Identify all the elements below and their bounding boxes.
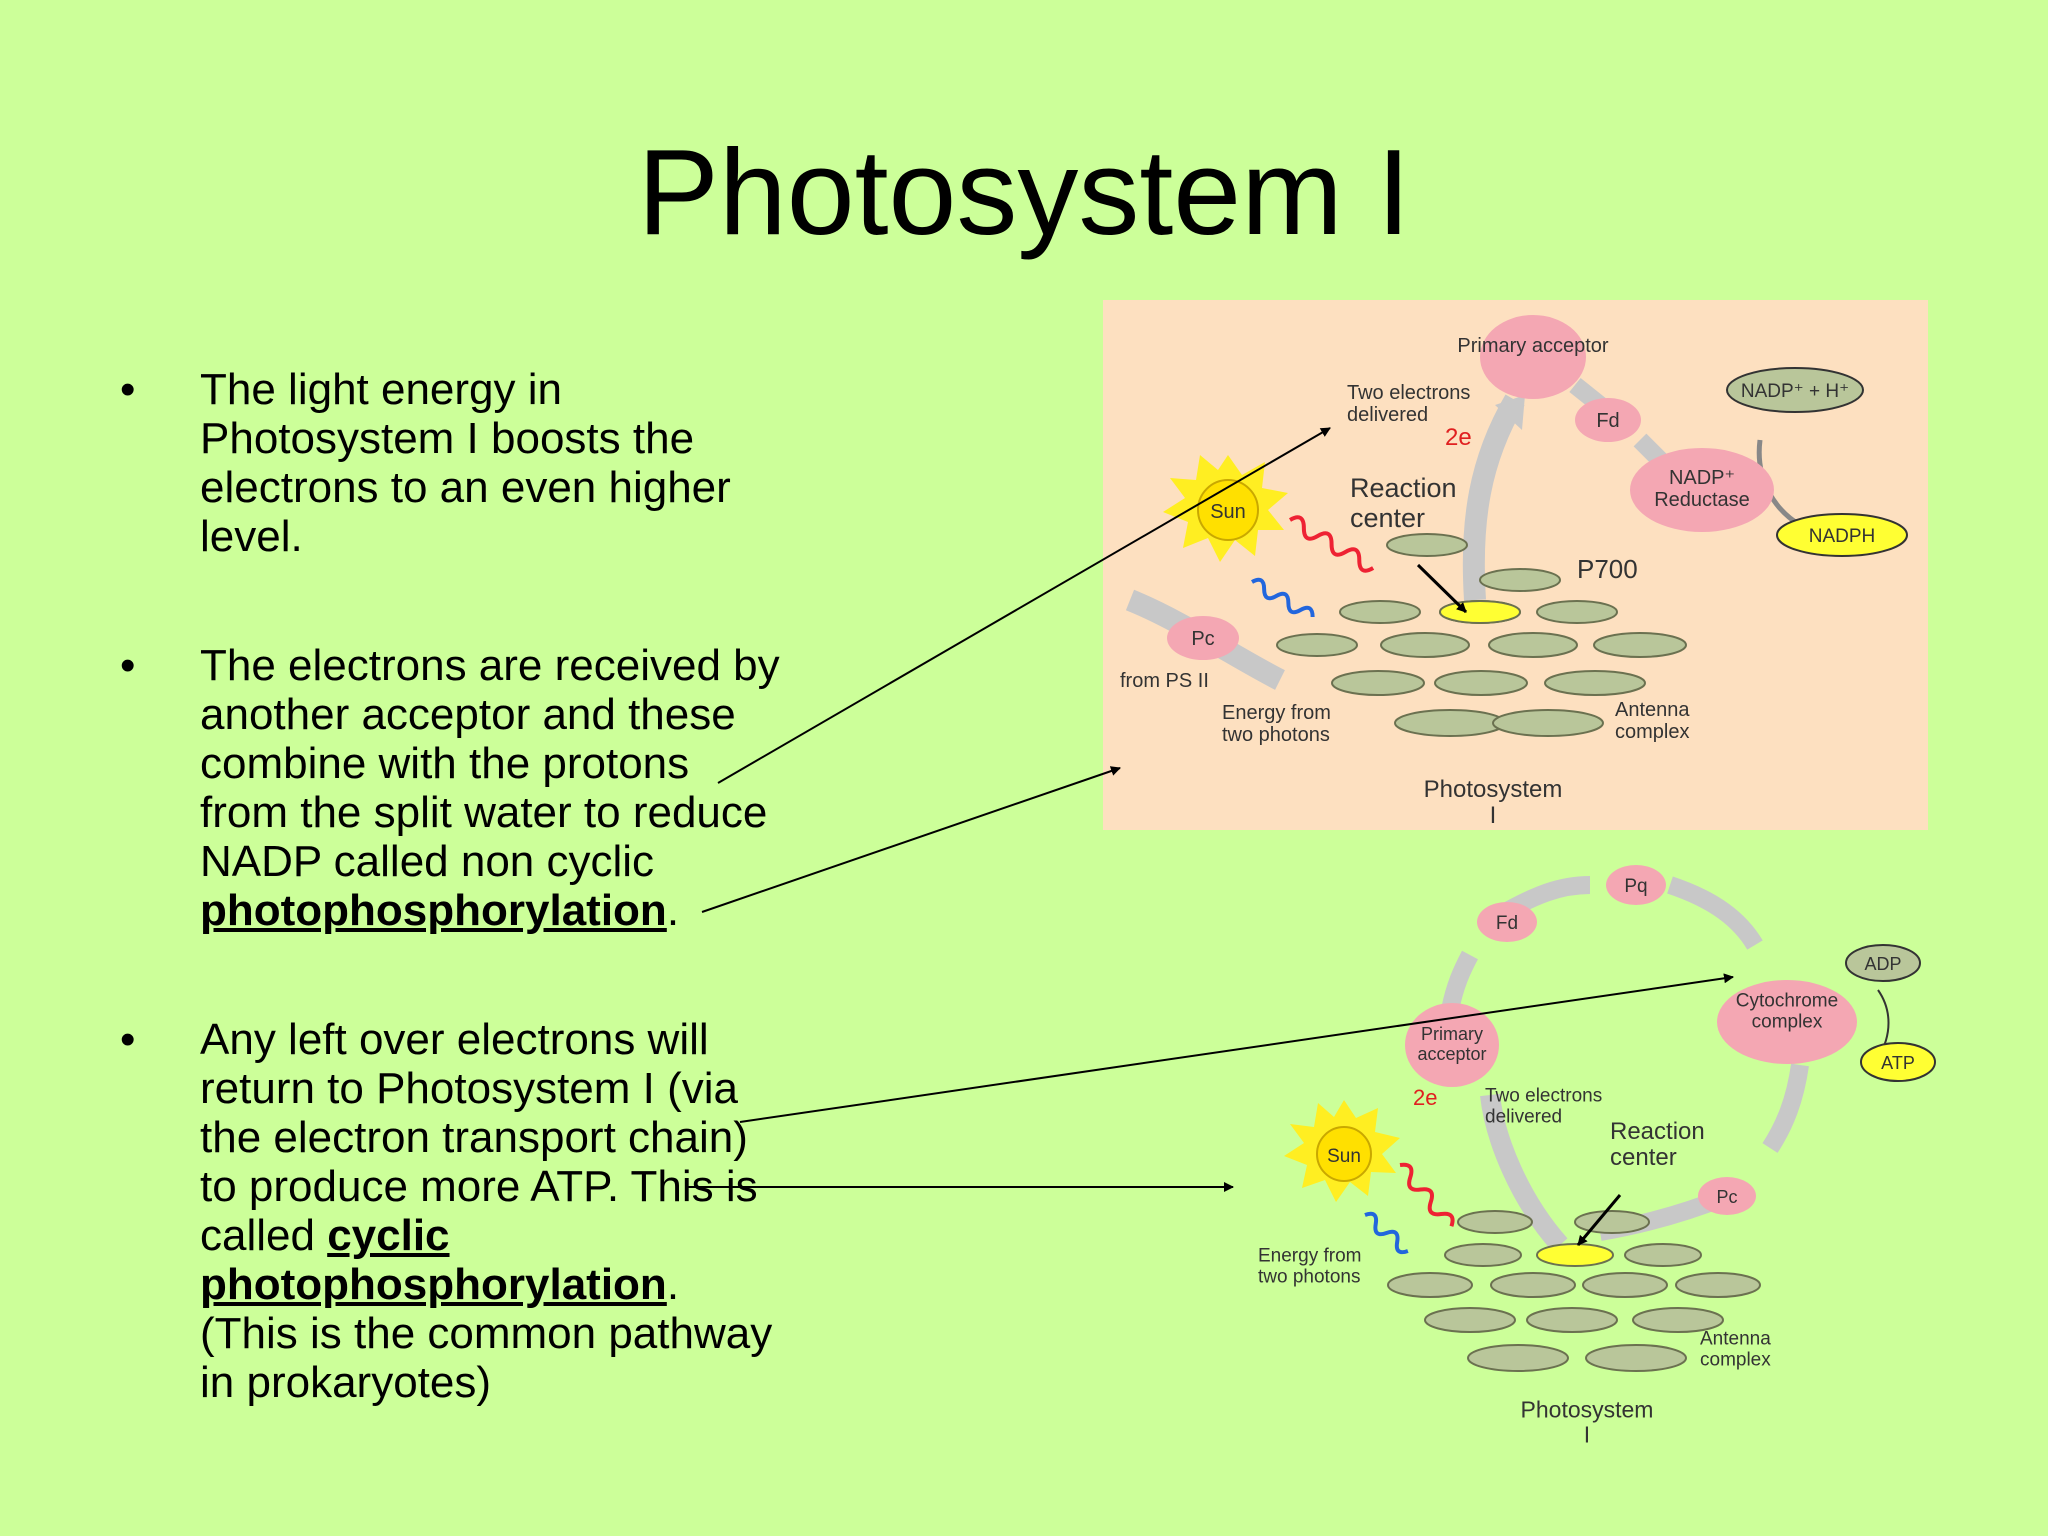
- atp-node: [1860, 1042, 1936, 1082]
- pc-node-top: [1167, 616, 1239, 660]
- bullet-marker: •: [120, 365, 136, 414]
- pq-node: [1606, 865, 1666, 905]
- bullet-1: • The light energy in Photosystem I boos…: [120, 365, 780, 561]
- from-ps2-label: from PS II: [1120, 670, 1209, 692]
- bullet-2-text-after: .: [666, 886, 680, 935]
- red-photon-wave-bottom: [1399, 1162, 1455, 1227]
- nadp-h-label: NADP⁺ + H⁺: [1741, 381, 1849, 402]
- pc-node-bottom: [1698, 1177, 1756, 1215]
- bullet-1-text: The light energy in Photosystem I boosts…: [200, 365, 731, 561]
- fd-node-top: [1575, 398, 1641, 442]
- antenna-discs-top: [1276, 533, 1687, 737]
- adp-label: ADP: [1864, 954, 1901, 974]
- nadp-reductase-label: NADP⁺Reductase: [1654, 467, 1750, 511]
- cytochrome-node: [1717, 980, 1857, 1064]
- callout-arrow-cytochrome: [739, 973, 1734, 1123]
- nadph-label: NADPH: [1809, 526, 1876, 547]
- adp-node: [1845, 944, 1921, 982]
- red-photon-wave: [1288, 515, 1375, 573]
- bullet-3-text: Any left over electrons will return to P…: [200, 1015, 758, 1260]
- bullet-3-text-after: . (This is the common pathway in prokary…: [200, 1260, 773, 1407]
- arrow-pa-fd: [1441, 950, 1478, 1012]
- reaction-center-pointer-bottom: [1576, 1194, 1622, 1246]
- sun-top-icon: [1163, 455, 1288, 562]
- pc-label-top: Pc: [1191, 628, 1214, 650]
- bullet-2: • The electrons are received by another …: [120, 641, 780, 935]
- bullet-2-text: The electrons are received by another ac…: [200, 641, 780, 886]
- callout-arrow-panel: [701, 766, 1121, 913]
- sun-label-bottom: Sun: [1327, 1146, 1361, 1167]
- sun-bottom-icon: [1284, 1100, 1400, 1202]
- arrow-up-gray: [1462, 394, 1525, 601]
- bullet-3-emphasis: cyclic photophosphorylation: [200, 1211, 667, 1309]
- p700-disc-bottom: [1536, 1243, 1614, 1267]
- two-e-label-bottom: 2e: [1413, 1085, 1437, 1110]
- pq-label: Pq: [1624, 876, 1647, 897]
- atp-label: ATP: [1881, 1053, 1915, 1073]
- fd-node-bottom: [1477, 902, 1537, 942]
- primary-acceptor-node-bottom: [1405, 1003, 1499, 1087]
- fd-label-top: Fd: [1596, 410, 1619, 432]
- nadp-reductase-node: [1630, 448, 1774, 532]
- bullet-3: • Any left over electrons will return to…: [120, 1015, 780, 1407]
- diagram-top: Sun Primary acceptor Fd NADP⁺Reductase N…: [1103, 300, 1928, 830]
- two-e-label-top: 2e: [1445, 424, 1472, 451]
- p700-label: P700: [1577, 554, 1638, 584]
- bullet-marker: •: [120, 1015, 136, 1064]
- sun-label-top: Sun: [1210, 501, 1246, 523]
- arrow-cyt-pc: [1762, 1063, 1809, 1153]
- callout-arrow-two-electrons: [717, 427, 1331, 784]
- bullet-2-emphasis: photophosphorylation: [200, 886, 667, 935]
- antenna-discs-bottom: [1387, 1210, 1761, 1372]
- pc-label-bottom: Pc: [1716, 1187, 1737, 1207]
- arrow-up-head: [1495, 395, 1525, 430]
- arrow-pq-cyt: [1667, 876, 1763, 950]
- slide-title: Photosystem I: [637, 124, 1411, 260]
- reaction-center-pointer: [1416, 563, 1468, 614]
- arrow-rc-pa: [1480, 1093, 1568, 1252]
- primary-acceptor-label: Primary acceptor: [1457, 335, 1608, 357]
- nadp-h-node: [1726, 367, 1864, 413]
- blue-photon-wave-bottom: [1364, 1211, 1409, 1255]
- primary-acceptor-node: [1480, 315, 1586, 399]
- blue-photon-wave: [1251, 577, 1315, 618]
- bullet-list: • The light energy in Photosystem I boos…: [120, 365, 780, 1487]
- nadph-node: [1776, 513, 1908, 557]
- p700-disc: [1439, 600, 1521, 624]
- fd-label-bottom: Fd: [1496, 913, 1518, 934]
- bullet-marker: •: [120, 641, 136, 690]
